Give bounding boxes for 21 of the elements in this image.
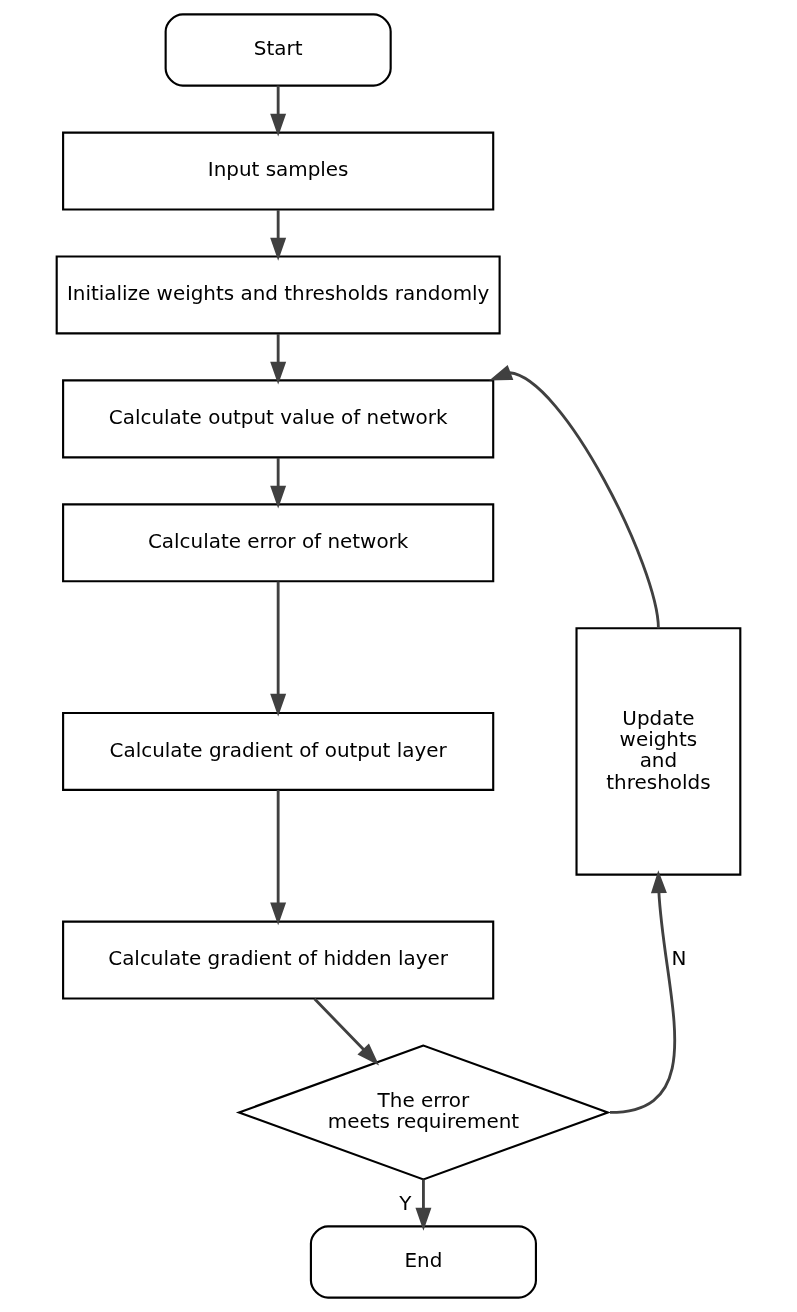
edge-label: Y: [399, 1192, 412, 1216]
node-box: Input samples: [62, 131, 495, 211]
arrow: [270, 210, 287, 261]
arrow: [270, 457, 287, 509]
node-box: Start: [164, 13, 392, 87]
node-box: Calculate gradient of hidden layer: [62, 920, 495, 1000]
arrow: [270, 790, 287, 926]
arrow: [270, 85, 287, 137]
node-box: Calculate error of network: [62, 503, 495, 583]
arrow: [270, 581, 287, 717]
arrow: [489, 364, 660, 629]
node-box: Initialize weights and thresholds randomly: [55, 255, 501, 335]
arrow: [609, 870, 677, 1114]
arrow: [270, 334, 287, 385]
edge-label: N: [671, 947, 687, 971]
node-box: Calculate gradient of output layer: [62, 711, 495, 791]
node-box: End: [309, 1225, 537, 1299]
node-box: Update weights and thresholds: [575, 627, 742, 876]
arrow: [415, 1179, 432, 1231]
arrow: [313, 997, 380, 1066]
node-box: Calculate output value of network: [62, 379, 495, 459]
